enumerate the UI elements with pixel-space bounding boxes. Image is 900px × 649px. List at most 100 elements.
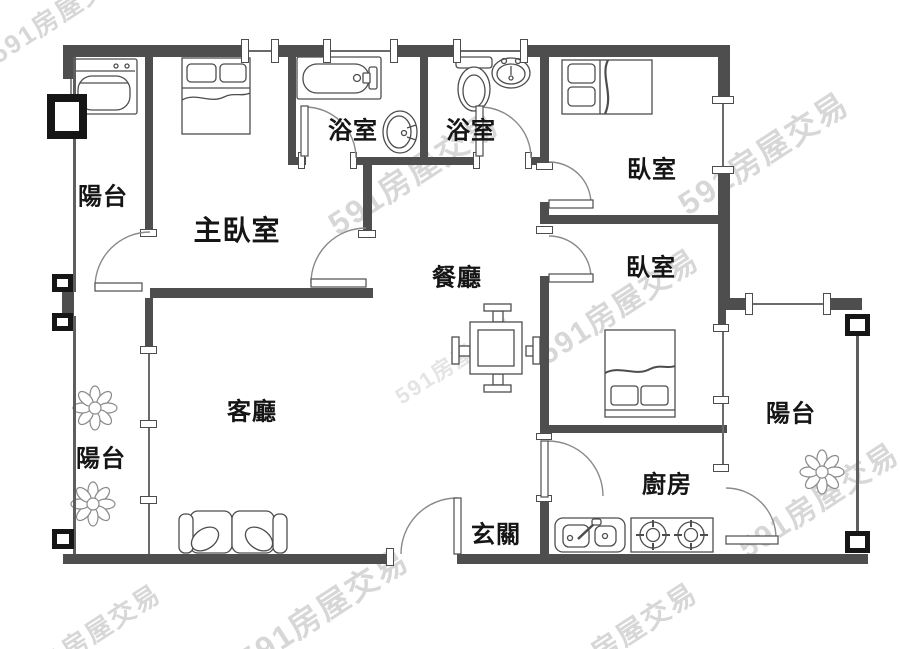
wall-segment <box>457 554 868 564</box>
window <box>148 354 150 420</box>
window-tick <box>241 39 249 63</box>
wall-segment <box>288 157 306 165</box>
door-bedroom-2 <box>548 235 594 283</box>
wall-segment <box>275 45 327 57</box>
door-jamb <box>350 152 357 169</box>
door-balcony-top-left <box>94 231 151 292</box>
room-label-balcony-top-left: 陽台 <box>78 183 128 211</box>
room-label-balcony-left: 陽台 <box>76 445 126 473</box>
pillar <box>52 274 73 292</box>
wall-segment <box>524 45 730 57</box>
window-tick <box>713 464 729 472</box>
wall-segment <box>540 215 727 224</box>
pillar <box>845 314 870 336</box>
wall-segment <box>63 554 393 564</box>
door-jamb <box>358 230 376 238</box>
door-kitchen <box>540 440 604 498</box>
room-label-kitchen: 廚房 <box>642 471 692 499</box>
watermark: 591房屋交易 <box>390 312 521 410</box>
sofa-icon <box>178 510 288 554</box>
window-tick <box>713 396 729 404</box>
wall-segment <box>540 202 549 216</box>
door-jamb <box>536 226 553 234</box>
window <box>722 332 724 396</box>
watermark: 591房屋交易 <box>541 576 704 649</box>
door-jamb <box>536 162 553 170</box>
wall-segment <box>718 45 730 104</box>
door-jamb <box>298 152 305 169</box>
wall-segment <box>428 157 478 165</box>
window <box>722 104 724 169</box>
window <box>148 504 150 554</box>
window-tick <box>390 39 398 63</box>
wall-segment <box>540 502 549 554</box>
watermark: 591房屋交易 <box>671 85 856 223</box>
pillar <box>52 313 73 331</box>
wall-segment <box>718 169 730 310</box>
toilet-icon <box>455 56 493 112</box>
double-bed-icon <box>604 329 676 418</box>
pillar <box>47 94 87 139</box>
plant-icon <box>70 481 116 527</box>
wall-thin <box>73 316 76 554</box>
pillar <box>52 529 74 549</box>
double-bed-icon <box>181 57 251 135</box>
wall-segment <box>540 276 549 286</box>
wall-thin <box>73 57 76 292</box>
wall-segment <box>540 284 549 425</box>
room-label-bathroom-2: 浴室 <box>446 117 496 145</box>
wall-segment <box>150 288 373 298</box>
wall-thin <box>856 336 859 533</box>
room-label-bedroom-2: 臥室 <box>626 254 676 282</box>
watermark: 591房屋交易 <box>14 578 167 649</box>
window <box>245 50 275 52</box>
room-label-master-bedroom: 主臥室 <box>193 215 281 246</box>
wall-segment <box>540 425 727 433</box>
wall-segment <box>718 310 726 326</box>
window-tick <box>745 293 753 315</box>
window <box>457 50 524 52</box>
window <box>327 50 394 52</box>
window-tick <box>453 39 461 63</box>
window-tick <box>712 166 734 174</box>
door-bedroom-1 <box>548 161 594 209</box>
door-jamb <box>473 152 480 169</box>
window-tick <box>271 39 279 63</box>
window <box>750 303 824 305</box>
wall-segment <box>718 298 750 310</box>
window-tick <box>140 496 157 504</box>
door-jamb <box>536 495 552 502</box>
wall-segment <box>145 57 153 233</box>
wall-segment <box>420 45 428 165</box>
wall-segment <box>145 298 153 348</box>
wall-segment <box>63 45 245 57</box>
window-tick <box>140 420 157 428</box>
window-tick <box>520 39 528 63</box>
wall-segment <box>356 157 420 165</box>
watermark: 591房屋交易 <box>732 437 900 566</box>
door-jamb <box>386 548 394 566</box>
door-entrance <box>400 497 462 555</box>
window-tick <box>323 39 331 63</box>
kitchen-sink-icon <box>554 517 626 553</box>
wall-segment <box>288 57 296 165</box>
window-tick <box>712 96 734 104</box>
room-label-dining-room: 餐廳 <box>432 264 482 292</box>
wall-segment <box>363 160 372 232</box>
room-label-bathroom-1: 浴室 <box>328 117 378 145</box>
door-jamb <box>536 433 552 440</box>
window-tick <box>713 324 729 332</box>
wall-segment <box>540 45 549 170</box>
window <box>722 404 724 464</box>
wall-segment <box>828 298 862 310</box>
door-jamb <box>525 152 532 169</box>
watermark: 591房屋交易 <box>532 243 706 372</box>
door-jamb <box>140 229 157 237</box>
room-label-balcony-right: 陽台 <box>766 400 816 428</box>
room-label-living-room: 客廳 <box>227 398 277 426</box>
pillar <box>845 531 870 553</box>
plant-icon <box>72 385 118 431</box>
room-label-bedroom-1: 臥室 <box>627 156 677 184</box>
window-tick <box>140 346 157 354</box>
